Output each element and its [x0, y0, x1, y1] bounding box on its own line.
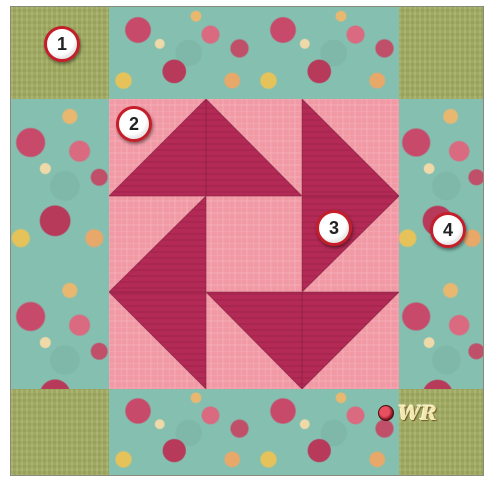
marker-label-1: 1 [57, 34, 67, 55]
watermark-logo: WR [378, 400, 437, 426]
marker-label-4: 4 [443, 220, 453, 241]
marker-label-2: 2 [129, 114, 139, 135]
logo-dot-icon [378, 405, 394, 421]
border-rectangle-bottom [109, 389, 399, 476]
marker-badge-2: 2 [116, 106, 152, 142]
border-rectangle-top [109, 7, 399, 99]
center-block-svg [109, 99, 399, 389]
marker-badge-1: 1 [44, 26, 80, 62]
logo-text: WR [398, 401, 437, 425]
marker-badge-3: 3 [316, 210, 352, 246]
border-rectangle-left [11, 99, 109, 389]
corner-square-bottom-left [11, 389, 109, 476]
center-block [109, 99, 399, 389]
marker-label-3: 3 [329, 218, 339, 239]
corner-square-top-right [399, 7, 484, 99]
marker-badge-4: 4 [430, 212, 466, 248]
